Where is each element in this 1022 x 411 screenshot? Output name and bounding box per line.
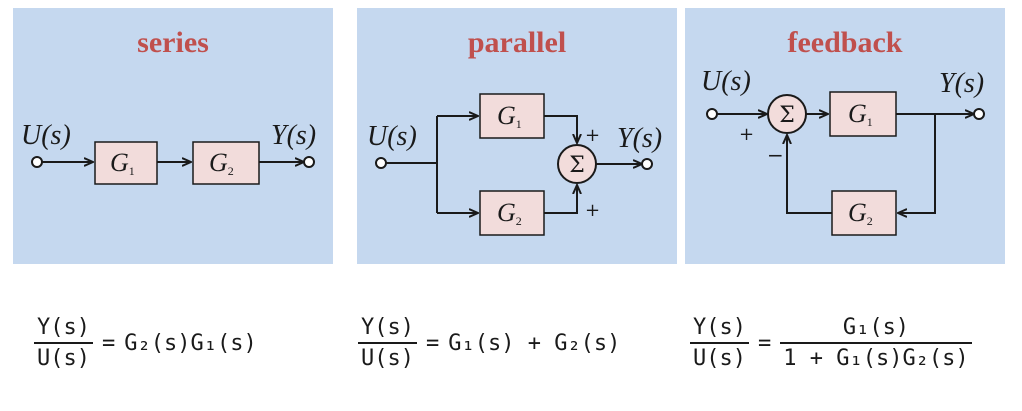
output-label: Y(s) — [617, 123, 662, 154]
parallel-diagram: U(s) G1 G2 Σ + + Y(s) — [367, 93, 662, 236]
block-g2-label: G2 — [497, 198, 522, 228]
feedback-equals: = — [757, 330, 772, 356]
sign-feedback: − — [767, 143, 784, 167]
series-diagram: U(s) G1 G2 Y(s) — [21, 120, 316, 185]
feedback-to-sum-arrow — [787, 135, 832, 214]
series-lhs-numerator: Y(s) — [37, 315, 90, 340]
block-g1 — [479, 93, 545, 139]
feedback-title: feedback — [787, 26, 903, 59]
lower-to-sum-arrow — [544, 185, 577, 214]
parallel-title: parallel — [467, 26, 567, 59]
series-equals: = — [101, 330, 116, 356]
input-terminal — [31, 156, 43, 168]
parallel-lhs-numerator: Y(s) — [361, 315, 414, 340]
output-terminal — [973, 108, 985, 120]
block-g1-label: G1 — [497, 101, 522, 131]
input-label: U(s) — [367, 121, 417, 152]
parallel-formula: Y(s) U(s) = G₁(s) + G₂(s) — [358, 298, 620, 388]
feedback-rhs-fraction: G₁(s) 1 + G₁(s)G₂(s) — [780, 315, 972, 371]
sign-bottom: + — [585, 200, 600, 221]
input-label: U(s) — [701, 66, 751, 97]
parallel-equals: = — [425, 330, 440, 356]
series-formula: Y(s) U(s) = G₂(s)G₁(s) — [34, 298, 257, 388]
series-lhs-denominator: U(s) — [34, 342, 93, 371]
output-terminal — [303, 156, 315, 168]
block-g1-label: G1 — [110, 148, 135, 178]
series-rhs: G₂(s)G₁(s) — [124, 330, 257, 356]
parallel-lhs-fraction: Y(s) U(s) — [358, 315, 417, 371]
input-label: U(s) — [21, 120, 71, 151]
output-label: Y(s) — [271, 120, 316, 151]
sign-top: + — [585, 125, 600, 146]
upper-to-sum-arrow — [544, 115, 577, 143]
feedback-lhs-numerator: Y(s) — [693, 315, 746, 340]
block-g2 — [192, 141, 260, 185]
feedback-panel: feedback U(s) + Σ − G1 Y(s) G2 — [685, 8, 1005, 264]
output-label: Y(s) — [939, 68, 984, 99]
input-terminal — [706, 108, 718, 120]
block-g2-label: G2 — [209, 148, 234, 178]
feedback-diagram: U(s) + Σ − G1 Y(s) G2 — [701, 66, 985, 236]
parallel-panel: parallel U(s) G1 G2 Σ + + Y(s) — [357, 8, 677, 264]
sign-input: + — [739, 124, 754, 145]
block-g1-label: G1 — [848, 99, 873, 129]
parallel-rhs: G₁(s) + G₂(s) — [448, 330, 621, 356]
block-g2-label: G2 — [848, 198, 873, 228]
sigma-symbol: Σ — [569, 153, 585, 178]
block-g2 — [831, 190, 897, 236]
block-g2 — [479, 190, 545, 236]
series-lhs-fraction: Y(s) U(s) — [34, 315, 93, 371]
block-g1 — [829, 91, 897, 137]
output-terminal — [641, 158, 653, 170]
feedback-rhs-denominator: 1 + G₁(s)G₂(s) — [780, 342, 972, 371]
series-title: series — [137, 26, 209, 59]
block-g1 — [94, 141, 158, 185]
input-terminal — [375, 157, 387, 169]
feedback-lhs-denominator: U(s) — [690, 342, 749, 371]
feedback-lhs-fraction: Y(s) U(s) — [690, 315, 749, 371]
feedback-formula: Y(s) U(s) = G₁(s) 1 + G₁(s)G₂(s) — [690, 298, 972, 388]
series-panel: series U(s) G1 G2 Y(s) — [13, 8, 333, 264]
feedback-rhs-numerator: G₁(s) — [842, 315, 910, 340]
parallel-lhs-denominator: U(s) — [358, 342, 417, 371]
feedback-path-arrow — [898, 114, 936, 213]
sigma-symbol: Σ — [779, 103, 795, 128]
